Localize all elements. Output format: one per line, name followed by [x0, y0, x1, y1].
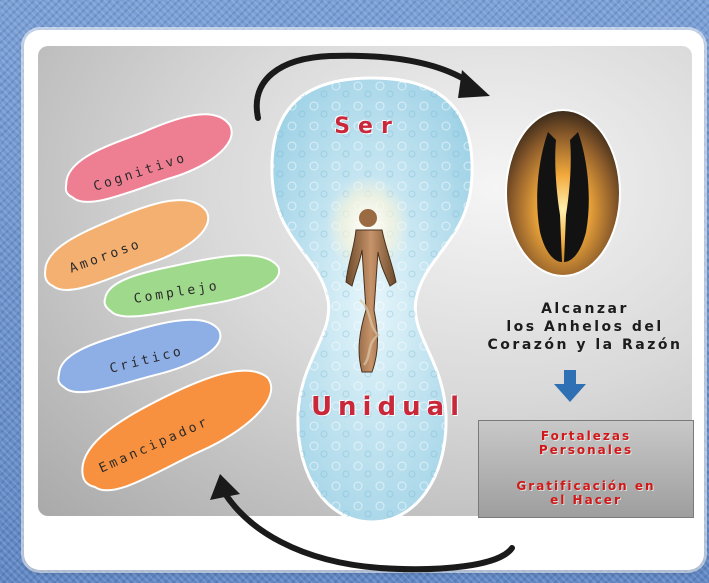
strength-gratification-line-1: Gratificación en [479, 479, 693, 493]
strength-gratification: Gratificación en el Hacer [479, 479, 693, 507]
goal-text: Alcanzar los Anhelos del Corazón y la Ra… [460, 300, 709, 354]
ser-label: Ser [322, 114, 412, 139]
strengths-box: Fortalezas Personales Gratificación en e… [478, 420, 694, 518]
petal-cognitivo [56, 104, 241, 211]
down-arrow-icon [554, 370, 586, 402]
strength-personal-line-2: Personales [479, 443, 693, 457]
unidual-label: Unidual [298, 392, 478, 422]
praying-hands-image [506, 110, 620, 276]
strength-personal-line-1: Fortalezas [479, 429, 693, 443]
goal-line-3: Corazón y la Razón [460, 336, 709, 354]
goal-line-1: Alcanzar [460, 300, 709, 318]
strength-personal: Fortalezas Personales [479, 429, 693, 457]
strength-gratification-line-2: el Hacer [479, 493, 693, 507]
goal-line-2: los Anhelos del [460, 318, 709, 336]
